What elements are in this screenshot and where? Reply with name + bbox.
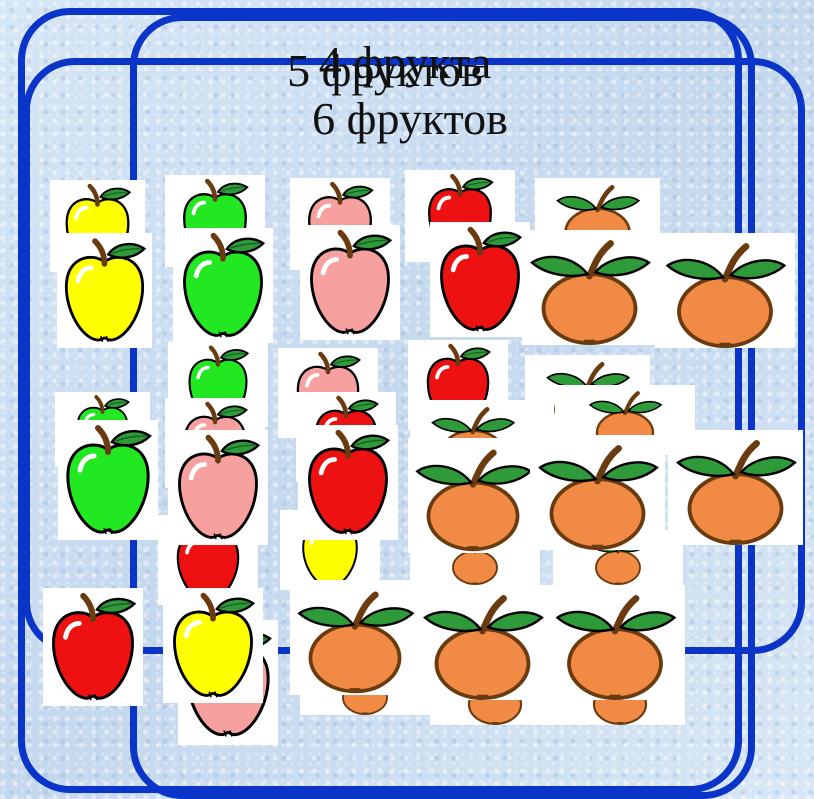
apple-icon xyxy=(300,225,400,340)
orange-icon xyxy=(290,580,420,695)
apple-icon xyxy=(430,222,530,337)
apple-icon xyxy=(298,425,398,540)
orange-icon xyxy=(530,435,665,550)
caption-six-fruits: 6 фруктов xyxy=(312,96,508,142)
orange-icon xyxy=(655,233,795,348)
apple-icon xyxy=(173,228,273,343)
orange-icon xyxy=(522,230,657,345)
apple-icon xyxy=(57,233,152,348)
apple-icon xyxy=(58,420,158,540)
orange-icon xyxy=(415,585,550,700)
orange-icon xyxy=(408,438,538,553)
caption-four-fruits: 4 фрукта xyxy=(319,40,492,86)
orange-icon xyxy=(668,430,803,545)
apple-icon xyxy=(43,588,143,706)
orange-icon xyxy=(545,585,685,700)
apple-icon xyxy=(163,588,263,703)
apple-icon xyxy=(168,430,268,545)
